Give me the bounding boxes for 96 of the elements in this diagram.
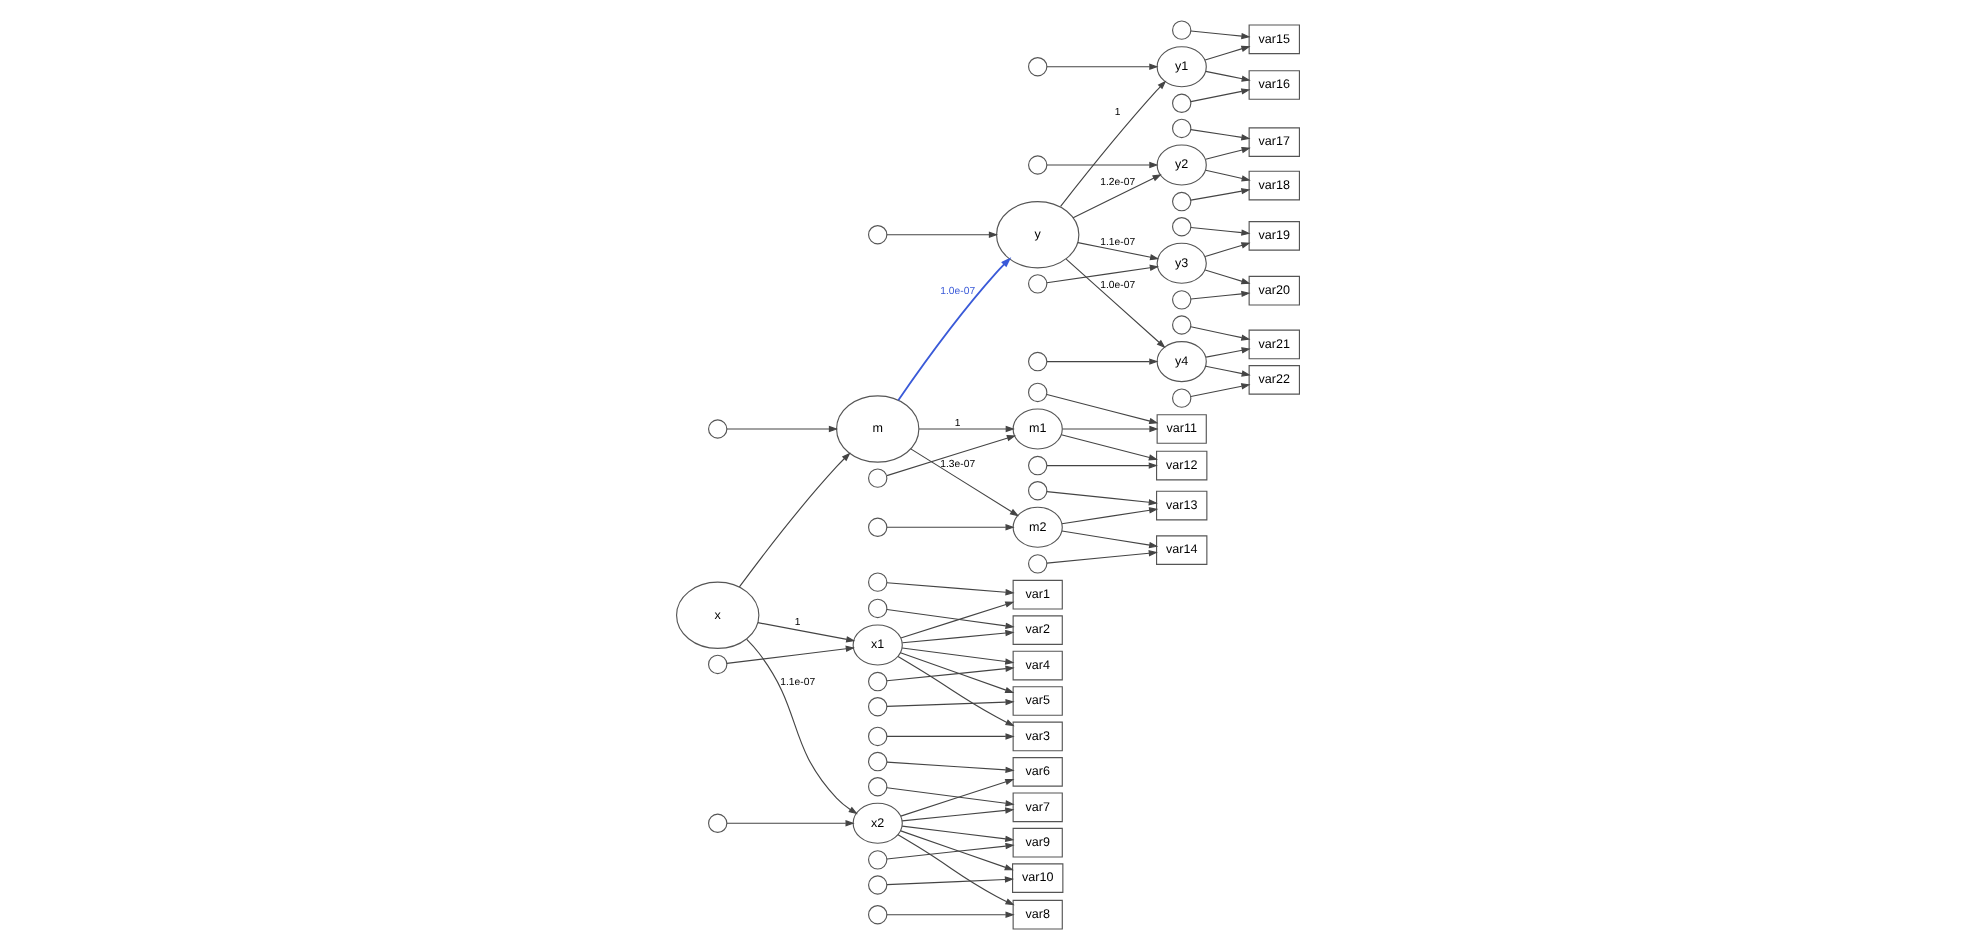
node-circle xyxy=(1171,191,1191,212)
arrow xyxy=(909,448,1019,517)
arrow xyxy=(1189,30,1250,40)
arrow xyxy=(900,629,1014,644)
arrow xyxy=(885,435,1015,477)
node-circle xyxy=(1027,481,1047,501)
node-circle xyxy=(1171,315,1191,335)
arrow xyxy=(1204,70,1250,82)
node-circle xyxy=(1027,554,1047,574)
arrow xyxy=(725,425,837,433)
node-circle xyxy=(1171,20,1191,40)
arrow xyxy=(885,911,1014,918)
arrow xyxy=(1204,169,1250,182)
arrow xyxy=(885,608,1014,630)
node-circle xyxy=(867,517,887,537)
arrow xyxy=(1189,226,1250,236)
node-circle xyxy=(707,419,727,439)
arrow xyxy=(1060,507,1158,525)
arrow xyxy=(917,425,1014,433)
arrow xyxy=(885,733,1014,740)
arrow xyxy=(725,645,854,664)
arrow xyxy=(1204,146,1250,160)
node-circle xyxy=(867,905,887,925)
arrow xyxy=(1071,174,1161,219)
arrow xyxy=(900,825,1014,843)
arrow xyxy=(898,652,1014,694)
node-circle xyxy=(867,777,887,797)
node-circle xyxy=(1027,351,1047,372)
arrow xyxy=(1189,188,1250,201)
arrow xyxy=(1189,326,1250,341)
arrow xyxy=(1059,434,1157,461)
arrow xyxy=(756,622,855,643)
node-circle xyxy=(1171,217,1191,237)
arrow xyxy=(1060,530,1158,549)
arrow xyxy=(885,231,997,238)
node-circle xyxy=(867,572,887,592)
arrow xyxy=(725,820,854,827)
arrow xyxy=(1204,347,1250,358)
arrow xyxy=(1045,264,1158,284)
node-circle xyxy=(1027,155,1047,175)
arrow xyxy=(1045,63,1158,70)
arrow xyxy=(1203,269,1250,285)
node-circle xyxy=(867,751,887,772)
node-circle xyxy=(1171,290,1191,310)
node-circle xyxy=(707,813,727,833)
arrow xyxy=(885,665,1014,682)
arrow xyxy=(1045,462,1157,469)
node-circle xyxy=(867,225,887,245)
node-circle xyxy=(1171,93,1191,113)
arrow xyxy=(900,807,1014,822)
arrow xyxy=(899,778,1014,817)
arrow xyxy=(885,761,1014,774)
arrow xyxy=(1061,425,1158,433)
node-circle xyxy=(707,654,727,675)
node-circle xyxy=(1027,382,1047,403)
node-circle xyxy=(1027,57,1047,77)
arrow xyxy=(885,876,1014,886)
arrow xyxy=(885,698,1014,707)
node-circle xyxy=(867,850,887,870)
arrow xyxy=(900,647,1014,665)
node-circle xyxy=(867,726,887,747)
arrow xyxy=(745,638,857,815)
arrow xyxy=(899,601,1014,639)
arrow xyxy=(896,834,1014,906)
node-circle xyxy=(867,671,887,692)
arrow xyxy=(1045,358,1158,365)
arrow xyxy=(1076,242,1159,261)
arrow xyxy=(737,452,850,588)
arrow xyxy=(1204,365,1250,377)
node-circle xyxy=(867,875,887,895)
node-circle xyxy=(1171,388,1191,408)
arrow xyxy=(1045,491,1157,506)
arrow xyxy=(1189,129,1250,141)
arrow xyxy=(885,582,1014,596)
arrow xyxy=(885,524,1014,531)
arrow xyxy=(1189,290,1250,300)
arrow xyxy=(885,842,1014,860)
node-circle xyxy=(1027,274,1047,294)
arrow xyxy=(896,655,1014,727)
arrow xyxy=(899,830,1013,871)
arrow xyxy=(1059,80,1166,207)
arrow xyxy=(1045,393,1158,425)
node-circle xyxy=(867,468,887,488)
node-circle xyxy=(1027,455,1047,476)
node-circle xyxy=(867,697,887,717)
arrow xyxy=(1045,550,1157,564)
arrow xyxy=(1189,88,1250,103)
arrow xyxy=(1189,383,1250,398)
arrow xyxy=(1064,258,1165,349)
node-circle xyxy=(1171,118,1191,139)
arrow xyxy=(1045,161,1158,169)
arrow xyxy=(885,787,1014,807)
arrow xyxy=(896,257,1011,402)
node-circle xyxy=(867,598,887,619)
arrow xyxy=(1203,45,1250,61)
arrow xyxy=(1203,242,1250,258)
